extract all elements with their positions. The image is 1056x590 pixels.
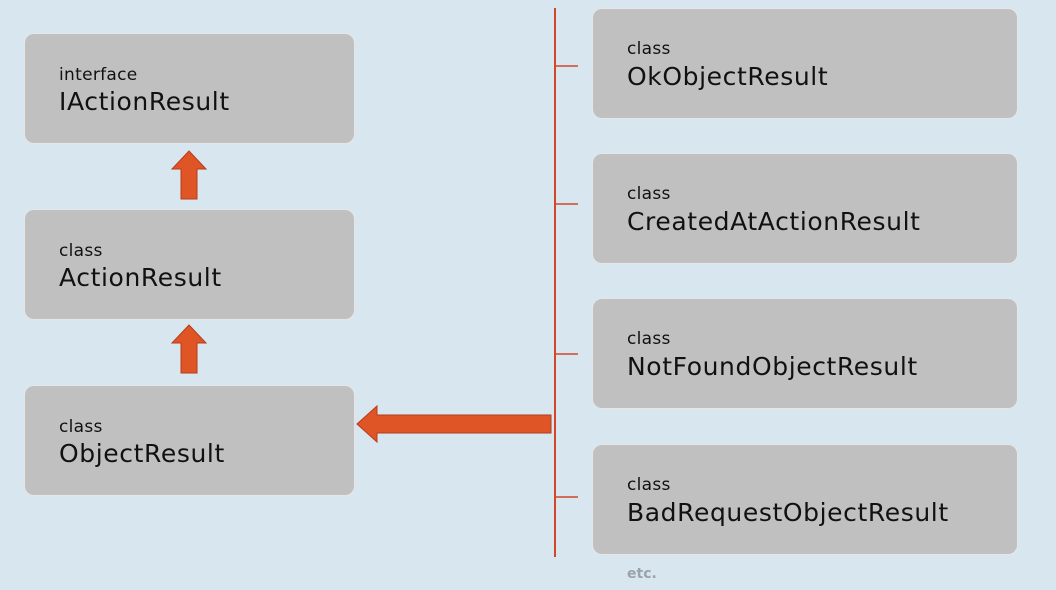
action-result-kind-label: class — [59, 241, 103, 261]
created-at-action-result-kind-label: class — [627, 184, 671, 204]
object-result-name-label: ObjectResult — [59, 439, 225, 468]
object-result-box: class ObjectResult — [24, 385, 355, 496]
ok-object-result-kind-label: class — [627, 39, 671, 59]
interface-kind-label: interface — [59, 65, 138, 85]
up-arrow-top — [170, 150, 208, 200]
bad-request-object-result-kind-label: class — [627, 475, 671, 495]
etc-label: etc. — [627, 566, 657, 582]
bad-request-object-result-box: class BadRequestObjectResult — [592, 444, 1018, 555]
ok-object-result-box: class OkObjectResult — [592, 8, 1018, 119]
interface-box: interface IActionResult — [24, 33, 355, 144]
bad-request-object-result-name-label: BadRequestObjectResult — [627, 498, 949, 527]
created-at-action-result-box: class CreatedAtActionResult — [592, 153, 1018, 264]
action-result-box: class ActionResult — [24, 209, 355, 320]
not-found-object-result-box: class NotFoundObjectResult — [592, 298, 1018, 409]
created-at-action-result-name-label: CreatedAtActionResult — [627, 207, 921, 236]
interface-name-label: IActionResult — [59, 87, 230, 116]
ok-object-result-name-label: OkObjectResult — [627, 62, 829, 91]
up-arrow-middle — [170, 324, 208, 374]
left-arrow-derived — [356, 404, 552, 444]
not-found-object-result-kind-label: class — [627, 329, 671, 349]
action-result-name-label: ActionResult — [59, 263, 222, 292]
object-result-kind-label: class — [59, 417, 103, 437]
not-found-object-result-name-label: NotFoundObjectResult — [627, 352, 918, 381]
